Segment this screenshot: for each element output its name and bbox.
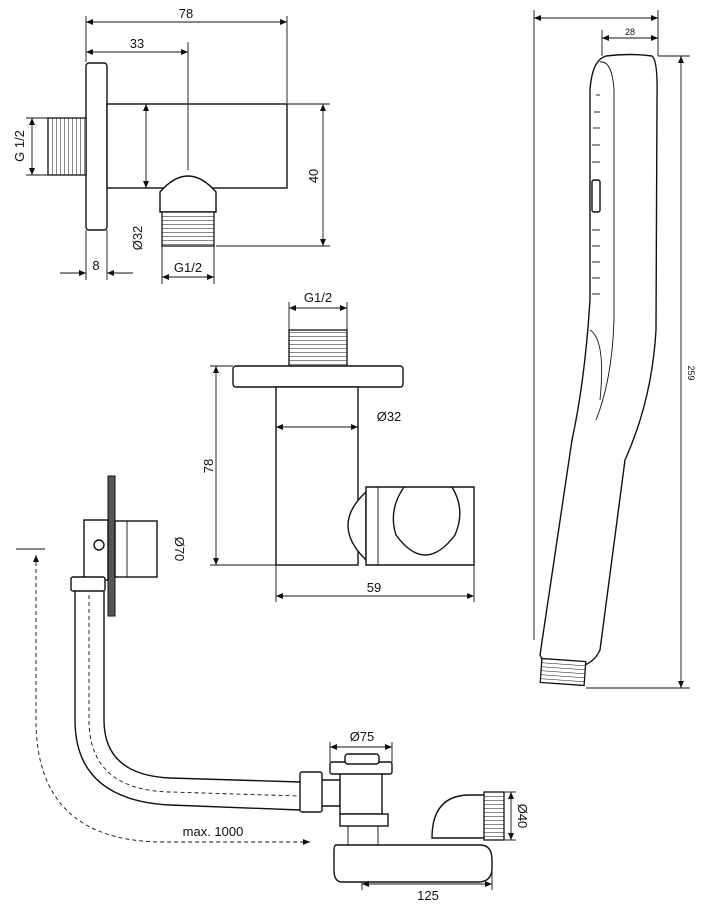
elbow-width-label: 78 <box>179 6 193 21</box>
hand-shower-thread <box>539 657 587 687</box>
holder-thread-label: G1/2 <box>304 290 332 305</box>
elbow-dome <box>159 175 217 213</box>
hand-shower-drawing: 28 259 <box>533 10 696 689</box>
plug-body <box>339 771 383 815</box>
elbow-left-thread-label: G 1/2 <box>12 130 27 162</box>
holder-top-thread <box>288 329 348 367</box>
elbow-body <box>106 103 288 189</box>
elbow-bottom-thread-label: G1/2 <box>174 260 202 275</box>
plug-nut <box>339 813 389 827</box>
trap-body <box>333 844 493 883</box>
hand-shower-body <box>539 53 658 669</box>
pipe-coupling <box>299 771 323 813</box>
trap-length-label: 125 <box>417 888 439 903</box>
hand-shower-length-label: 259 <box>686 365 696 380</box>
shower-holder-drawing: G1/2 Ø32 78 59 <box>201 290 475 602</box>
waste-tub-wall <box>107 475 116 617</box>
cable-length-label: max. 1000 <box>183 824 244 839</box>
elbow-plate-thickness-label: 8 <box>92 258 99 273</box>
overflow-diameter-label: Ø70 <box>172 537 187 562</box>
hand-shower-nozzles <box>589 61 615 421</box>
overflow-cap <box>114 520 158 578</box>
elbow-bottom-thread <box>161 211 215 247</box>
elbow-diameter-label: Ø32 <box>130 226 145 251</box>
elbow-wall-plate <box>85 62 108 231</box>
overflow-body <box>83 519 109 581</box>
elbow-left-thread <box>47 117 87 176</box>
holder-diameter-label: Ø32 <box>377 409 402 424</box>
bath-waste-drawing: Ø70 Ø75 Ø40 max. 1000 <box>16 475 530 903</box>
hand-shower-width-label: 28 <box>625 27 635 37</box>
plug-diameter-label: Ø75 <box>350 729 375 744</box>
trap-elbow <box>431 794 489 839</box>
elbow-offset-label: 33 <box>130 36 144 51</box>
trap-outlet-thread <box>483 791 505 841</box>
holder-height-label: 78 <box>201 459 216 473</box>
elbow-height-label: 40 <box>306 169 321 183</box>
holder-flange <box>232 365 404 388</box>
outlet-diameter-label: Ø40 <box>515 804 530 829</box>
holder-body <box>275 386 359 566</box>
holder-ball <box>347 490 367 562</box>
wall-elbow-drawing: 78 33 G 1/2 40 Ø32 8 G1/2 <box>12 6 330 284</box>
overflow-nut <box>70 576 106 592</box>
plug-cap <box>344 753 380 765</box>
holder-depth-label: 59 <box>367 580 381 595</box>
